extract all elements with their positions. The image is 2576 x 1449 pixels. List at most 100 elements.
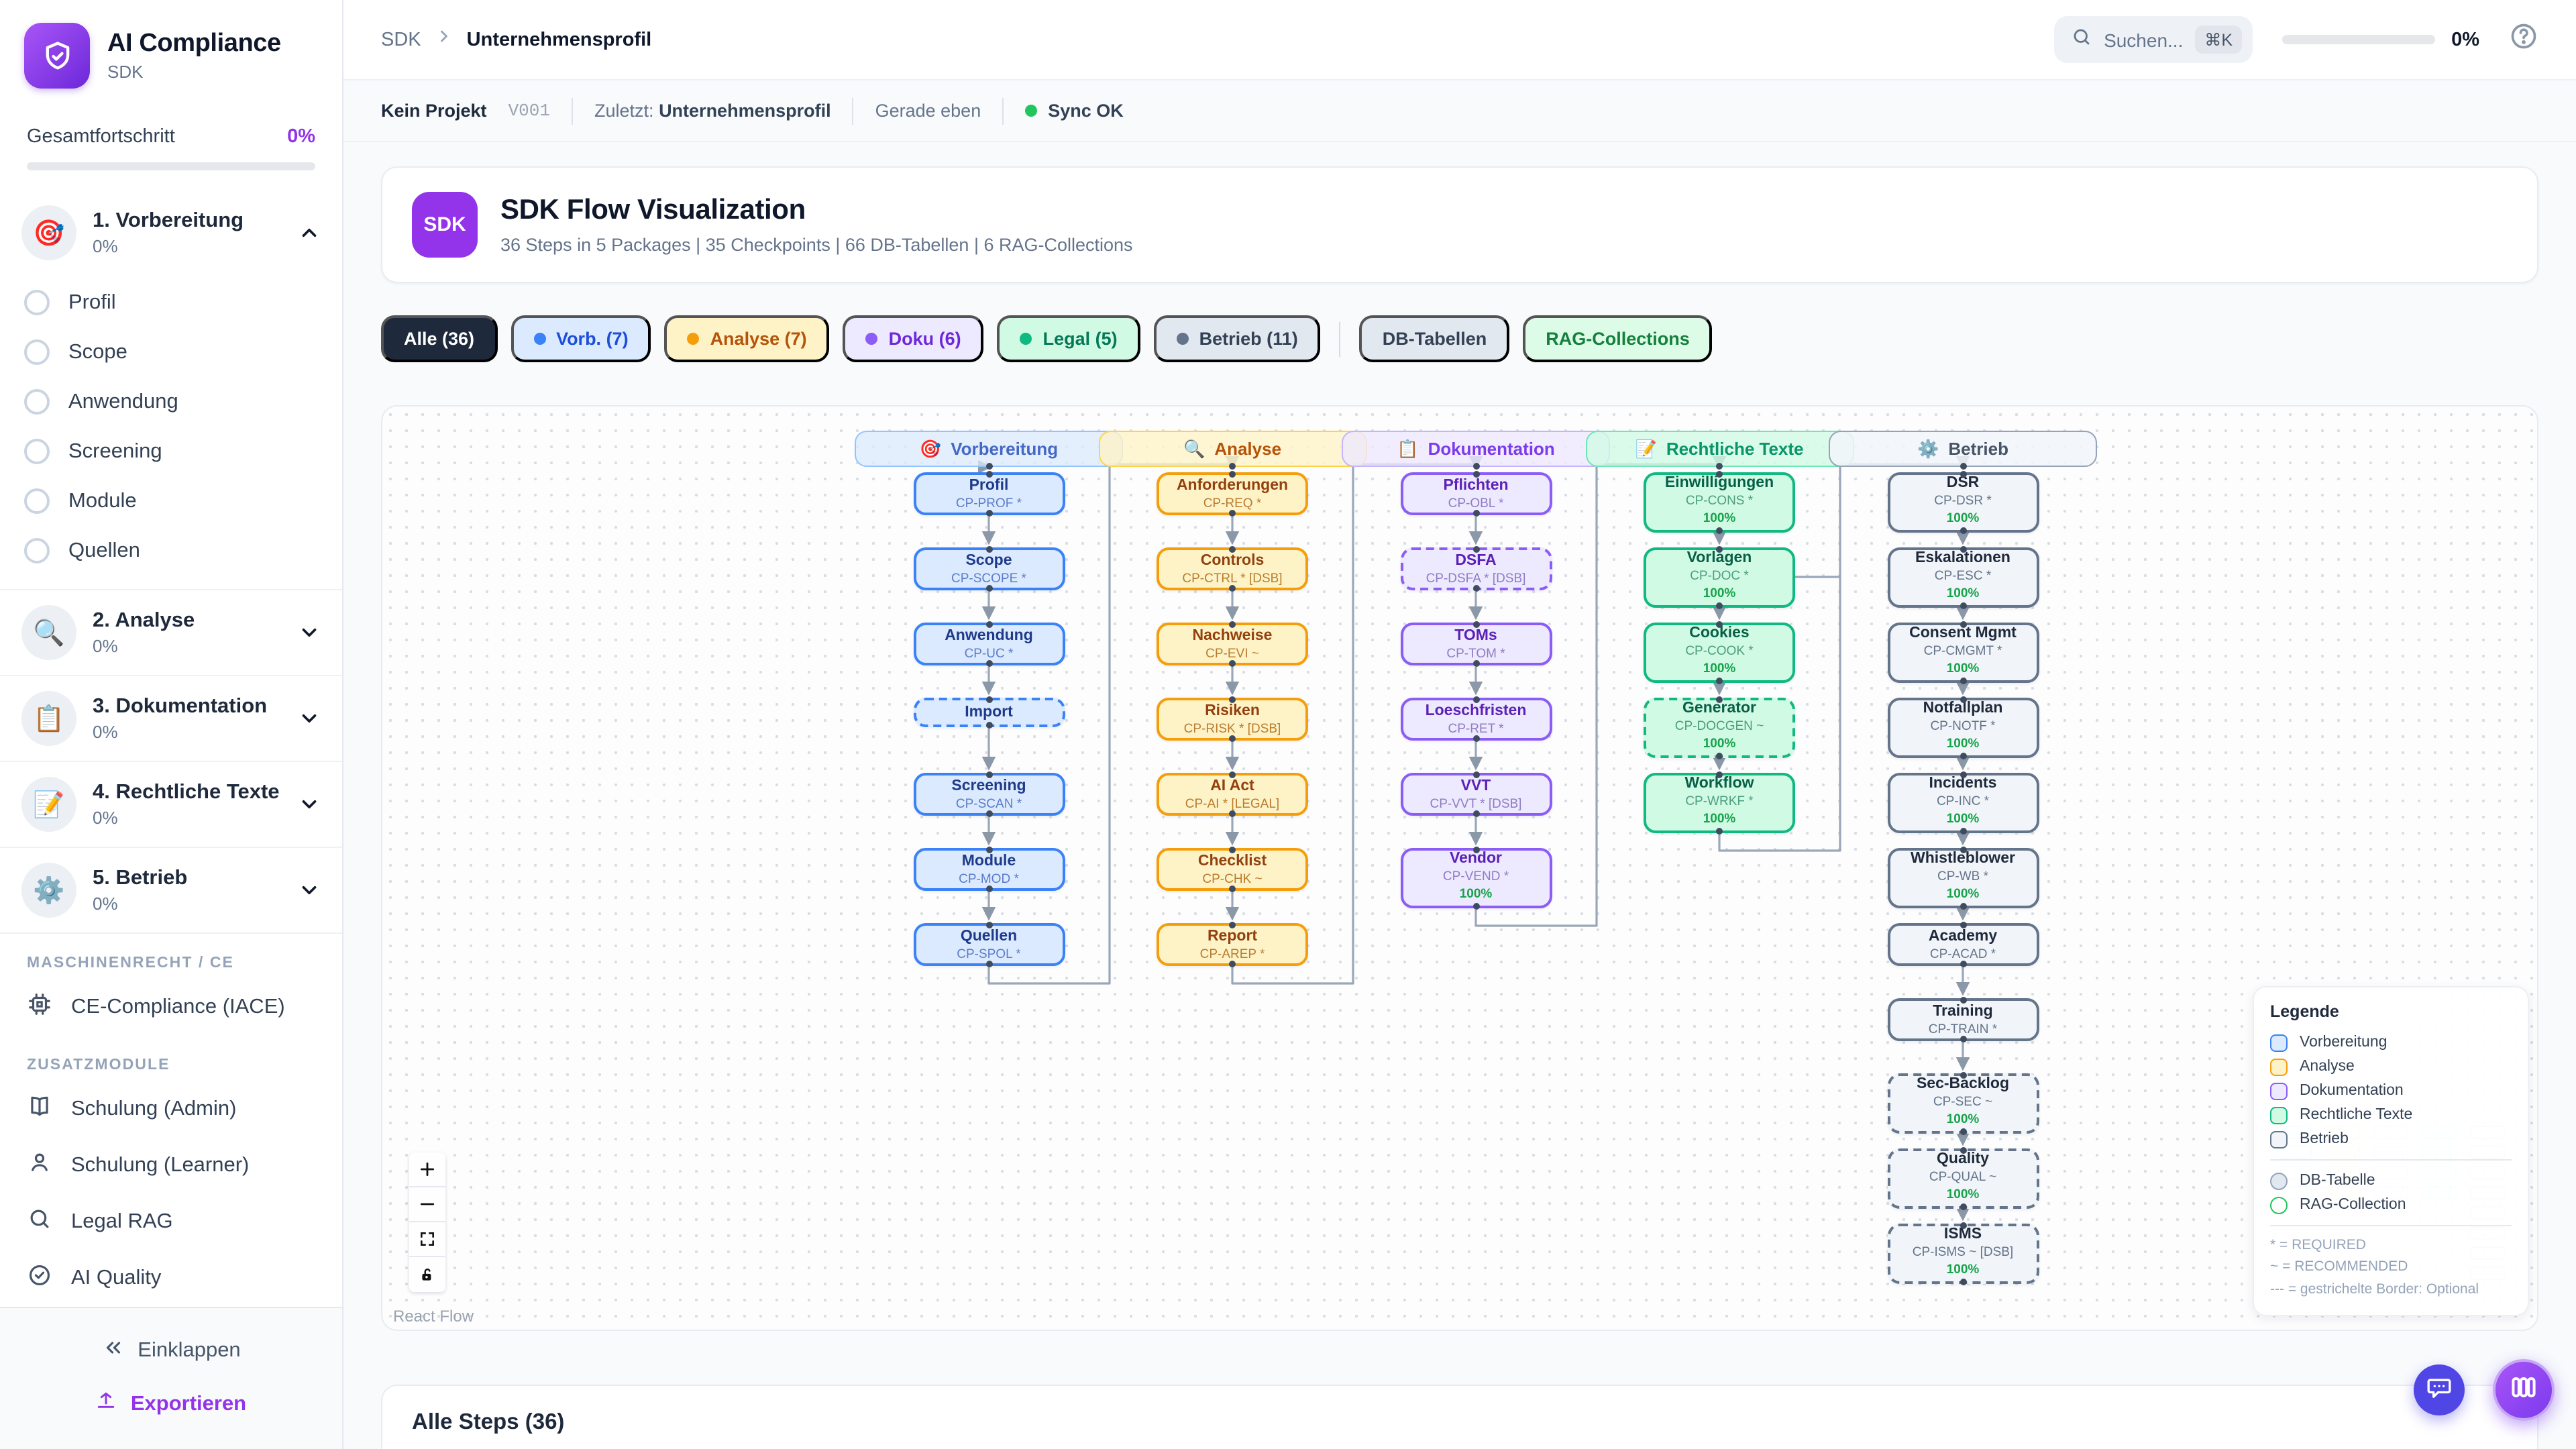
breadcrumb-root[interactable]: SDK [381,29,421,50]
step-status-circle [24,488,50,514]
columns-fab-button[interactable] [2493,1359,2555,1421]
sidebar-item-screening[interactable]: Screening [0,427,342,476]
legend-item-blue: Vorbereitung [2270,1030,2512,1055]
node-progress-value: 100% [1946,812,1980,826]
last-label: Zuletzt: [594,101,654,121]
step-status-circle [24,389,50,415]
sidebar-section-4[interactable]: 📝 4. Rechtliche Texte 0% [0,762,342,847]
chevron-down-icon [298,879,321,902]
sidebar-item-anwendung[interactable]: Anwendung [0,377,342,427]
fit-view-button[interactable] [409,1222,445,1257]
legend-note: * = REQUIRED [2270,1237,2366,1254]
node-progress-value: 100% [1703,737,1736,751]
sidebar-item-scope[interactable]: Scope [0,327,342,377]
package-header-dokumentation[interactable]: 📋Dokumentation [1342,431,1610,470]
sidebar-item-schulung-learner-[interactable]: Schulung (Learner) [0,1138,342,1194]
filter-chip-rag[interactable]: RAG-Collections [1523,315,1713,362]
package-header-analyse[interactable]: 🔍Analyse [1098,431,1366,470]
zoom-out-button[interactable] [409,1187,445,1222]
header-progress-value: 0% [2451,29,2479,50]
filter-chip-betrieb[interactable]: Betrieb (11) [1153,315,1321,362]
lock-button[interactable] [409,1257,445,1292]
sidebar-item-ce-compliance-iace-[interactable]: CE-Compliance (IACE) [0,979,342,1036]
filter-chip-vorb[interactable]: Vorb. (7) [511,315,651,362]
sidebar-item-quellen[interactable]: Quellen [0,526,342,576]
sidebar-item-ai-quality[interactable]: AI Quality [0,1250,342,1307]
package-header-vorbereitung[interactable]: 🎯Vorbereitung [855,431,1123,470]
filter-chip-db[interactable]: DB-Tabellen [1359,315,1510,362]
search-input[interactable]: Suchen... ⌘K [2054,16,2253,63]
check-circle-icon [27,1263,52,1295]
filter-chip-analyse[interactable]: Analyse (7) [664,315,830,362]
filter-chip-all[interactable]: Alle (36) [381,315,498,362]
filter-chip-doku[interactable]: Doku (6) [843,315,984,362]
export-button[interactable]: Exportieren [0,1378,342,1430]
step-status-circle [24,339,50,365]
legend-item-rag: RAG-Collection [2270,1193,2512,1217]
chat-fab-button[interactable] [2414,1364,2465,1415]
zoom-in-button[interactable] [409,1152,445,1187]
package-header-betrieb[interactable]: ⚙️Betrieb [1829,431,2097,470]
legend-note: --- = gestrichelte Border: Optional [2270,1281,2479,1297]
sidebar-section-5[interactable]: ⚙️ 5. Betrieb 0% [0,848,342,932]
collapse-sidebar-button[interactable]: Einklappen [0,1324,342,1378]
sidebar-section-1[interactable]: 🎯 1. Vorbereitung 0% [0,191,342,275]
cpu-icon [27,991,52,1024]
sidebar: AI Compliance SDK Gesamtfortschritt 0% 🎯… [0,0,343,1449]
content: SDK SDK Flow Visualization 36 Steps in 5… [343,142,2576,1449]
node-progress-value: 100% [1946,737,1980,751]
flow-node-import[interactable]: Import [913,696,1065,729]
sidebar-section-3[interactable]: 📋 3. Dokumentation 0% [0,676,342,761]
sidebar-section-2[interactable]: 🔍 2. Analyse 0% [0,590,342,675]
package-header-rechtliche-texte[interactable]: 📝Rechtliche Texte [1585,431,1854,470]
sidebar-item-profil[interactable]: Profil [0,278,342,327]
filter-chip-legal[interactable]: Legal (5) [997,315,1140,362]
columns-icon [2509,1372,2538,1408]
flow-canvas[interactable]: React Flow Legende Vorbereitung Analyse … [381,405,2538,1331]
legend-item-db: DB-Tabelle [2270,1169,2512,1193]
chip-dot [1020,333,1032,345]
sidebar-item-legal-rag[interactable]: Legal RAG [0,1194,342,1250]
legend-circle [2270,1172,2288,1190]
app-title: AI Compliance [107,30,281,58]
help-icon[interactable] [2509,21,2538,58]
sidebar-item-schulung-admin-[interactable]: Schulung (Admin) [0,1081,342,1138]
sidebar-item-module[interactable]: Module [0,476,342,526]
